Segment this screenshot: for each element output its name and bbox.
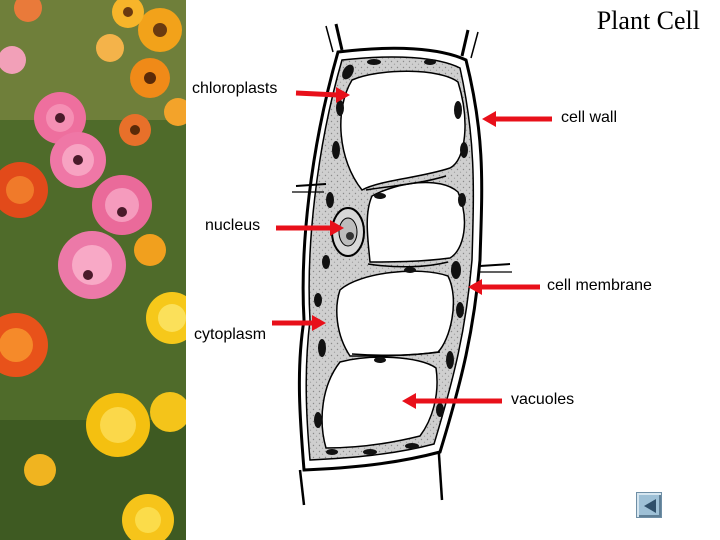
label-vacuoles: vacuoles bbox=[511, 391, 575, 408]
label-cell-membrane: cell membrane bbox=[547, 277, 652, 294]
label-cytoplasm: cytoplasm bbox=[194, 326, 267, 343]
label-chloroplasts: chloroplasts bbox=[192, 80, 278, 97]
ranunculus-flowers-photo bbox=[0, 0, 186, 540]
label-nucleus: nucleus bbox=[205, 217, 261, 234]
back-button[interactable] bbox=[636, 492, 662, 518]
left-triangle-icon bbox=[644, 499, 656, 513]
label-cell-wall: cell wall bbox=[561, 109, 618, 126]
slide-title: Plant Cell bbox=[596, 6, 700, 35]
